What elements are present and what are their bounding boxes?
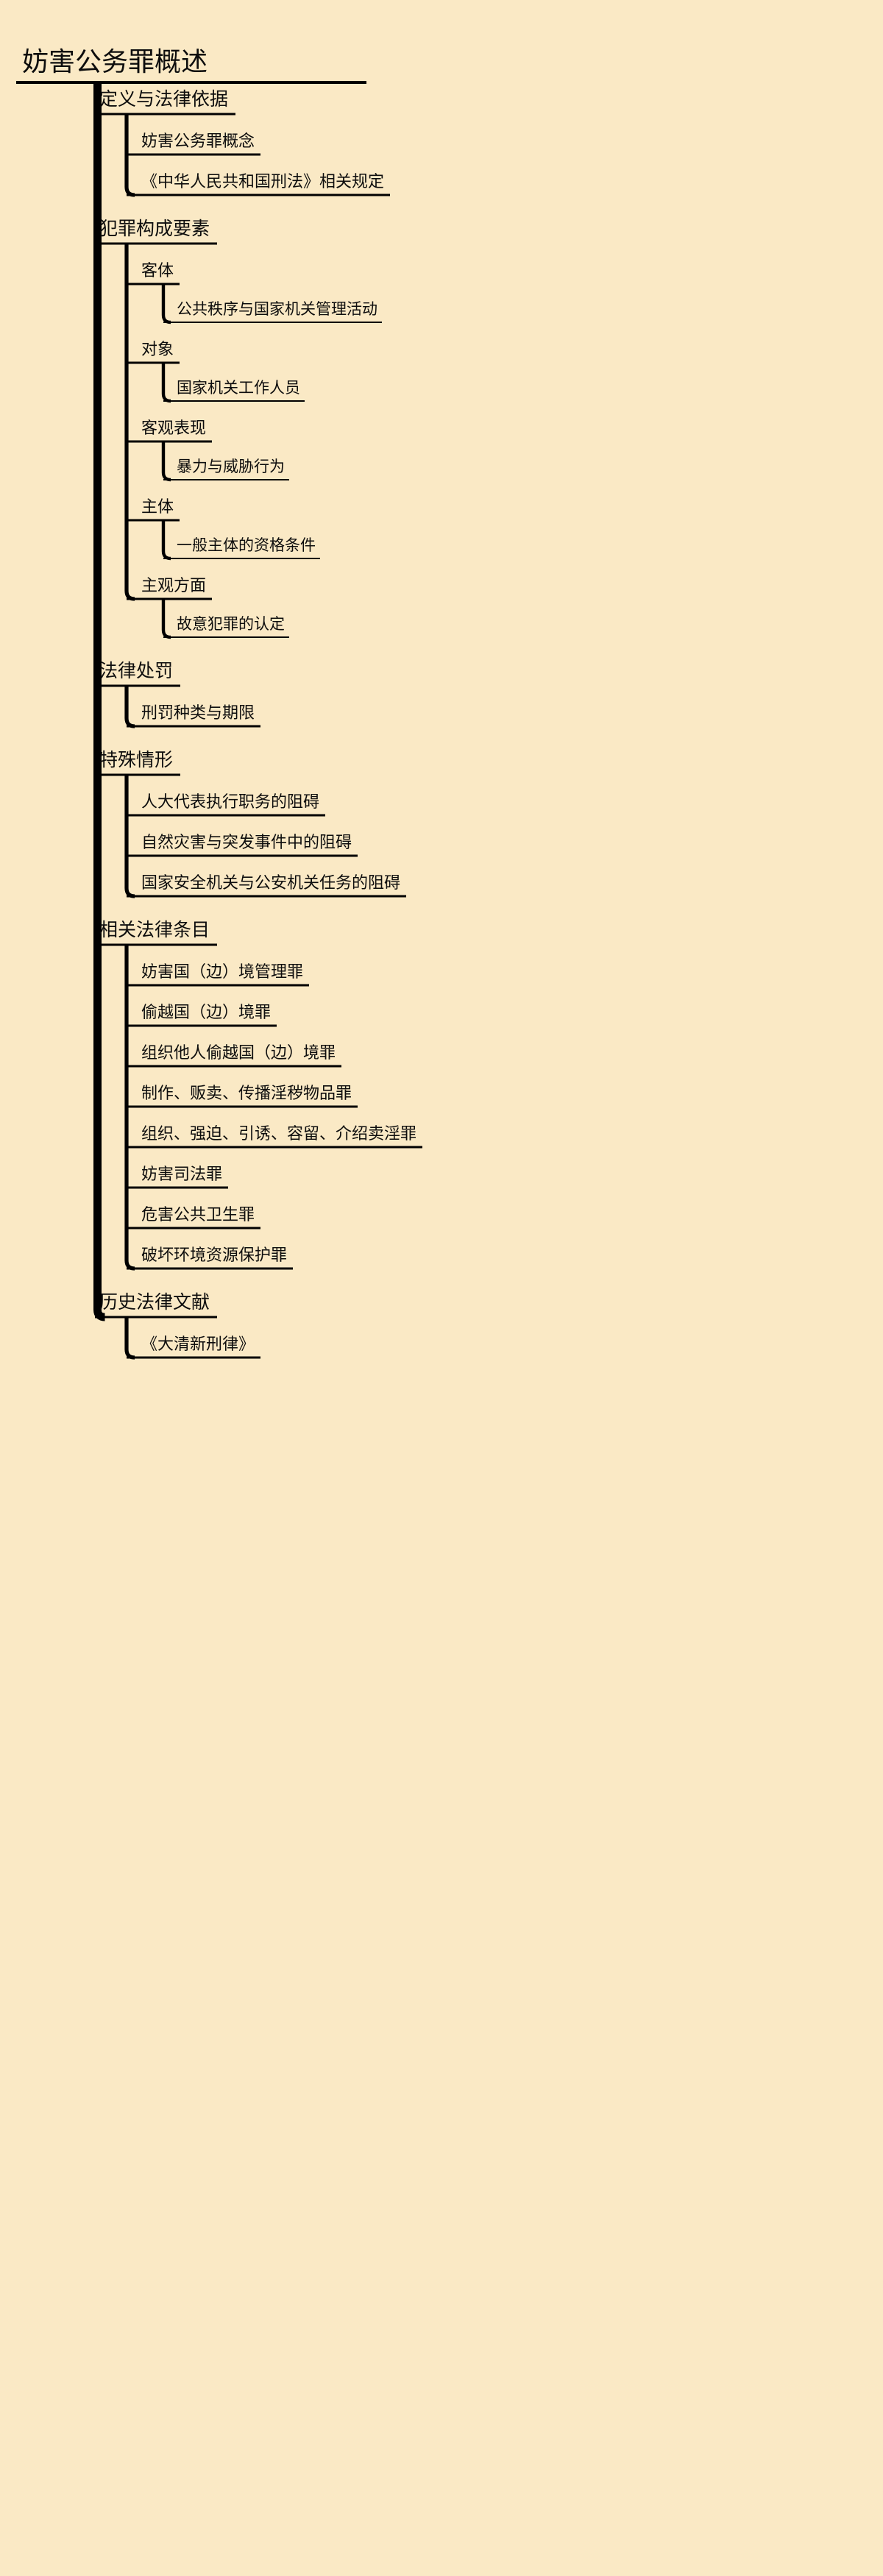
child-node-2-0-label: 刑罚种类与期限 bbox=[141, 703, 255, 722]
grandchild-node-1-2-0-label: 暴力与威胁行为 bbox=[177, 458, 285, 475]
child-node-1-3[interactable]: 主体 bbox=[141, 499, 174, 515]
root-node-label: 妨害公务罪概述 bbox=[22, 47, 208, 77]
child-node-3-2[interactable]: 国家安全机关与公安机关任务的阻碍 bbox=[141, 875, 400, 891]
branch-node-5-label: 历史法律文献 bbox=[99, 1293, 210, 1313]
child-node-1-1-label: 对象 bbox=[141, 340, 174, 358]
child-node-3-2-label: 国家安全机关与公安机关任务的阻碍 bbox=[141, 873, 401, 892]
child-node-4-7-label: 破坏环境资源保护罪 bbox=[141, 1246, 288, 1264]
branch-node-4-label: 相关法律条目 bbox=[99, 920, 210, 940]
grandchild-node-1-3-0[interactable]: 一般主体的资格条件 bbox=[177, 538, 316, 553]
child-node-4-4[interactable]: 组织、强迫、引诱、容留、介绍卖淫罪 bbox=[141, 1126, 416, 1142]
root-node[interactable]: 妨害公务罪概述 bbox=[22, 49, 208, 75]
child-node-5-0-label: 《大清新刑律》 bbox=[141, 1335, 255, 1353]
grandchild-node-1-3-0-label: 一般主体的资格条件 bbox=[177, 536, 316, 554]
child-node-5-0[interactable]: 《大清新刑律》 bbox=[141, 1336, 255, 1352]
child-node-4-6-label: 危害公共卫生罪 bbox=[141, 1205, 255, 1224]
grandchild-node-1-0-0-label: 公共秩序与国家机关管理活动 bbox=[177, 300, 377, 318]
child-node-4-2-label: 组织他人偷越国（边）境罪 bbox=[141, 1043, 336, 1062]
grandchild-node-1-1-0[interactable]: 国家机关工作人员 bbox=[177, 380, 300, 396]
child-node-4-2[interactable]: 组织他人偷越国（边）境罪 bbox=[141, 1045, 336, 1061]
child-node-3-1[interactable]: 自然灾害与突发事件中的阻碍 bbox=[141, 834, 352, 851]
child-node-1-3-label: 主体 bbox=[141, 497, 174, 516]
child-node-0-0-label: 妨害公务罪概念 bbox=[141, 132, 255, 150]
child-node-4-6[interactable]: 危害公共卫生罪 bbox=[141, 1207, 255, 1223]
child-node-1-2-label: 客观表现 bbox=[141, 419, 207, 437]
child-node-4-1-label: 偷越国（边）境罪 bbox=[141, 1003, 272, 1021]
child-node-1-2[interactable]: 客观表现 bbox=[141, 420, 206, 436]
grandchild-node-1-1-0-label: 国家机关工作人员 bbox=[177, 379, 300, 397]
branch-node-0[interactable]: 定义与法律依据 bbox=[99, 91, 228, 109]
child-node-4-5[interactable]: 妨害司法罪 bbox=[141, 1166, 222, 1182]
grandchild-node-1-0-0[interactable]: 公共秩序与国家机关管理活动 bbox=[177, 302, 377, 317]
branch-node-2[interactable]: 法律处罚 bbox=[99, 662, 173, 681]
child-node-4-4-label: 组织、强迫、引诱、容留、介绍卖淫罪 bbox=[141, 1124, 417, 1143]
child-node-1-4[interactable]: 主观方面 bbox=[141, 578, 206, 594]
grandchild-node-1-4-0[interactable]: 故意犯罪的认定 bbox=[177, 617, 285, 632]
child-node-4-7[interactable]: 破坏环境资源保护罪 bbox=[141, 1247, 287, 1263]
child-node-2-0[interactable]: 刑罚种类与期限 bbox=[141, 705, 255, 721]
branch-node-2-label: 法律处罚 bbox=[99, 661, 174, 681]
child-node-4-3[interactable]: 制作、贩卖、传播淫秽物品罪 bbox=[141, 1085, 352, 1101]
child-node-4-5-label: 妨害司法罪 bbox=[141, 1165, 223, 1183]
branch-node-1[interactable]: 犯罪构成要素 bbox=[99, 220, 210, 238]
grandchild-node-1-4-0-label: 故意犯罪的认定 bbox=[177, 615, 285, 633]
child-node-3-0[interactable]: 人大代表执行职务的阻碍 bbox=[141, 794, 319, 810]
branch-node-4[interactable]: 相关法律条目 bbox=[99, 921, 210, 940]
grandchild-node-1-2-0[interactable]: 暴力与威胁行为 bbox=[177, 459, 285, 475]
child-node-0-1-label: 《中华人民共和国刑法》相关规定 bbox=[141, 172, 385, 191]
child-node-4-3-label: 制作、贩卖、传播淫秽物品罪 bbox=[141, 1084, 352, 1102]
child-node-3-1-label: 自然灾害与突发事件中的阻碍 bbox=[141, 833, 352, 851]
branch-node-1-label: 犯罪构成要素 bbox=[99, 219, 210, 239]
branch-node-5[interactable]: 历史法律文献 bbox=[99, 1294, 210, 1312]
branch-node-3[interactable]: 特殊情形 bbox=[99, 751, 173, 770]
child-node-4-0[interactable]: 妨害国（边）境管理罪 bbox=[141, 964, 303, 980]
child-node-4-1[interactable]: 偷越国（边）境罪 bbox=[141, 1004, 271, 1021]
child-node-1-0[interactable]: 客体 bbox=[141, 263, 174, 279]
child-node-1-1[interactable]: 对象 bbox=[141, 341, 174, 358]
child-node-1-0-label: 客体 bbox=[141, 261, 174, 280]
child-node-4-0-label: 妨害国（边）境管理罪 bbox=[141, 962, 304, 981]
branch-node-3-label: 特殊情形 bbox=[99, 751, 174, 770]
child-node-0-1[interactable]: 《中华人民共和国刑法》相关规定 bbox=[141, 174, 384, 190]
child-node-0-0[interactable]: 妨害公务罪概念 bbox=[141, 133, 255, 149]
child-node-1-4-label: 主观方面 bbox=[141, 576, 207, 595]
child-node-3-0-label: 人大代表执行职务的阻碍 bbox=[141, 792, 320, 811]
branch-node-0-label: 定义与法律依据 bbox=[99, 90, 229, 110]
